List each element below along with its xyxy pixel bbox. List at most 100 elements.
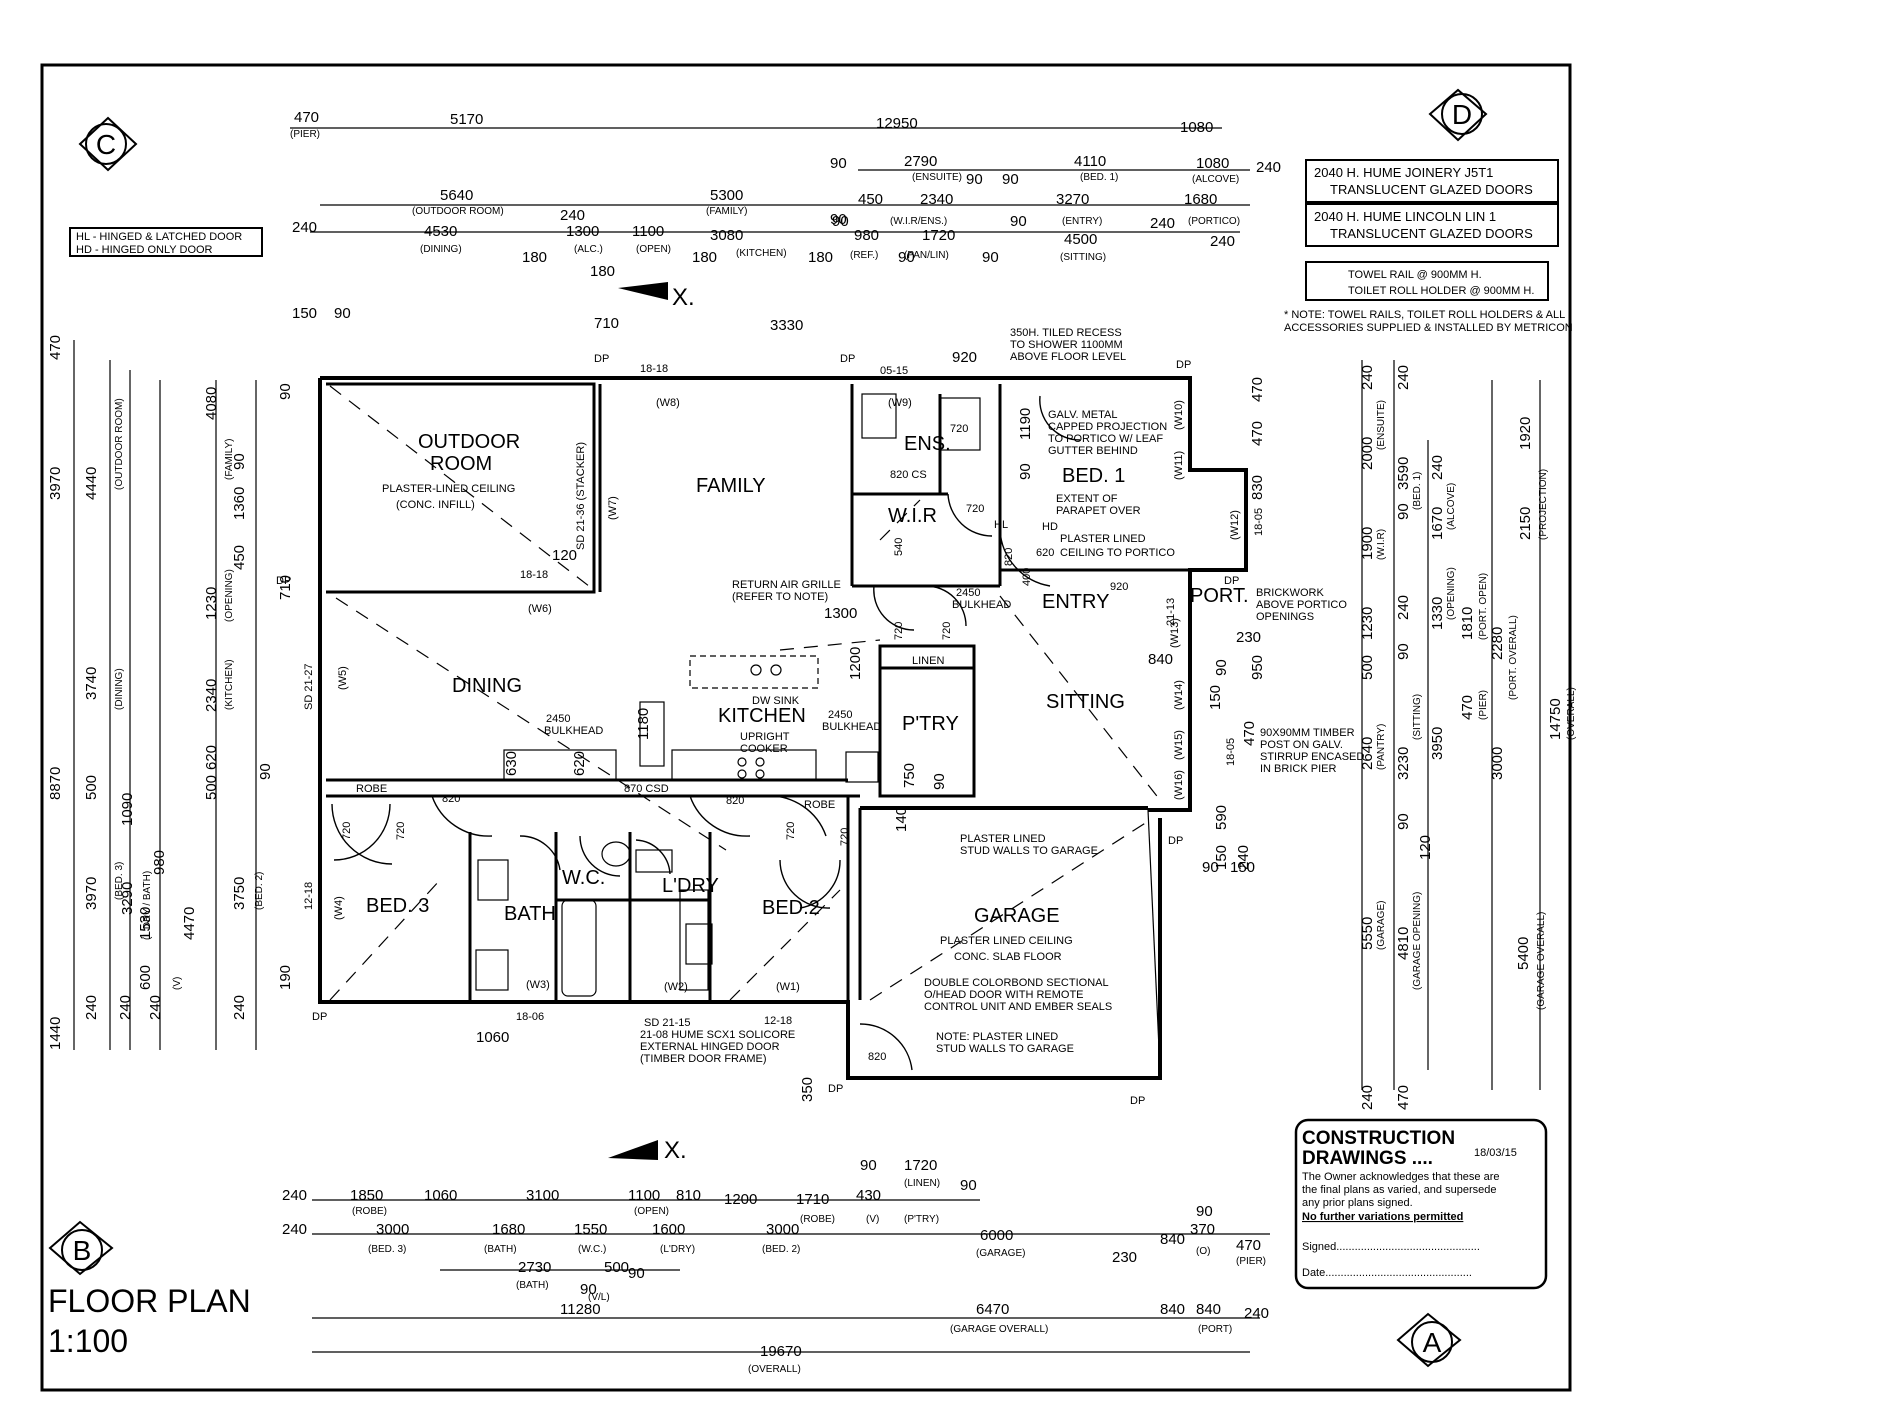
svg-text:the final plans as varied, and: the final plans as varied, and supersede	[1302, 1184, 1496, 1196]
svg-text:1670: 1670	[1429, 507, 1446, 540]
svg-text:1920: 1920	[1517, 417, 1534, 450]
svg-text:TOWEL RAIL @ 900MM H.: TOWEL RAIL @ 900MM H.	[1348, 269, 1482, 281]
svg-text:6470: 6470	[976, 1301, 1009, 1318]
svg-text:(BED. 3): (BED. 3)	[114, 862, 125, 900]
svg-text:3950: 3950	[1429, 727, 1446, 760]
svg-text:ACCESSORIES SUPPLIED & INSTALL: ACCESSORIES SUPPLIED & INSTALLED BY METR…	[1284, 322, 1573, 334]
window-tags: (W8) (W7) (W6) (W5) (W4) (W3) (W2) (W1) …	[333, 397, 1241, 993]
svg-text:(PIER): (PIER)	[1478, 690, 1489, 720]
svg-text:LINEN: LINEN	[912, 655, 944, 667]
svg-text:(PAN/LIN): (PAN/LIN)	[904, 250, 949, 261]
svg-text:180: 180	[692, 249, 717, 266]
svg-text:(W14): (W14)	[1173, 680, 1185, 710]
svg-text:DW SINK: DW SINK	[752, 695, 800, 707]
svg-text:1090: 1090	[119, 793, 136, 826]
svg-text:GALV. METAL: GALV. METAL	[1048, 409, 1118, 421]
svg-text:830: 830	[1249, 475, 1266, 500]
svg-text:12950: 12950	[876, 115, 918, 132]
svg-text:1060: 1060	[424, 1187, 457, 1204]
svg-text:240: 240	[1359, 1085, 1376, 1110]
svg-text:90: 90	[1213, 659, 1230, 676]
svg-text:(PIER): (PIER)	[290, 129, 320, 140]
svg-text:IN BRICK PIER: IN BRICK PIER	[1260, 763, 1336, 775]
svg-text:140: 140	[893, 807, 910, 832]
svg-text:(GARAGE OPENING): (GARAGE OPENING)	[1412, 892, 1423, 990]
svg-text:90: 90	[1395, 503, 1412, 520]
svg-text:PLASTER LINED: PLASTER LINED	[960, 833, 1046, 845]
svg-text:BULKHEAD: BULKHEAD	[822, 721, 881, 733]
svg-text:GUTTER BEHIND: GUTTER BEHIND	[1048, 445, 1138, 457]
svg-text:2450: 2450	[956, 587, 980, 599]
section-marker-bottom: X.	[608, 1137, 687, 1164]
svg-text:(W7): (W7)	[607, 496, 619, 520]
svg-text:120: 120	[552, 547, 577, 564]
svg-text:720: 720	[950, 423, 968, 435]
svg-text:240: 240	[292, 219, 317, 236]
svg-text:(W8): (W8)	[656, 397, 680, 409]
svg-text:PLASTER LINED: PLASTER LINED	[1060, 533, 1146, 545]
svg-text:840: 840	[1148, 651, 1173, 668]
svg-text:90: 90	[931, 773, 948, 790]
svg-text:90: 90	[830, 211, 847, 228]
grid-marker-c: C	[78, 116, 138, 172]
svg-text:(FAMILY): (FAMILY)	[224, 439, 235, 480]
svg-text:SD 21-15: SD 21-15	[644, 1017, 690, 1029]
bathroom-fixtures	[475, 393, 981, 997]
svg-text:(ALCOVE): (ALCOVE)	[1446, 483, 1457, 530]
svg-text:2000: 2000	[1359, 437, 1376, 470]
svg-text:920: 920	[952, 349, 977, 366]
svg-text:190: 190	[277, 965, 294, 990]
svg-text:350: 350	[799, 1077, 816, 1102]
svg-text:P'TRY: P'TRY	[902, 713, 959, 735]
svg-text:90: 90	[898, 249, 915, 266]
svg-text:2280: 2280	[1489, 627, 1506, 660]
svg-text:3080: 3080	[710, 227, 743, 244]
svg-text:X.: X.	[672, 284, 695, 311]
drawing-scale: 1:100	[48, 1323, 128, 1359]
svg-text:STUD WALLS TO GARAGE: STUD WALLS TO GARAGE	[960, 845, 1098, 857]
svg-text:HD - HINGED ONLY DOOR: HD - HINGED ONLY DOOR	[76, 244, 213, 256]
svg-text:(REFER TO NOTE): (REFER TO NOTE)	[732, 591, 828, 603]
svg-text:1300: 1300	[824, 605, 857, 622]
svg-text:BULKHEAD: BULKHEAD	[952, 599, 1011, 611]
svg-text:PORT.: PORT.	[1190, 585, 1249, 607]
svg-text:620: 620	[571, 751, 588, 776]
svg-text:(W3): (W3)	[526, 979, 550, 991]
svg-text:500: 500	[604, 1259, 629, 1276]
legend-door-types: HL - HINGED & LATCHED DOOR HD - HINGED O…	[69, 227, 263, 257]
svg-text:EXTENT OF: EXTENT OF	[1056, 493, 1118, 505]
svg-text:240: 240	[231, 995, 248, 1020]
svg-text:720: 720	[341, 822, 353, 840]
svg-text:(V): (V)	[866, 1214, 879, 1225]
svg-text:(W.I.R): (W.I.R)	[1376, 529, 1387, 560]
svg-text:240: 240	[560, 207, 585, 224]
svg-text:350H. TILED RECESS: 350H. TILED RECESS	[1010, 327, 1122, 339]
svg-text:(LINEN): (LINEN)	[904, 1178, 940, 1189]
svg-text:370: 370	[1190, 1221, 1215, 1238]
svg-text:1100: 1100	[632, 223, 664, 240]
svg-text:EXTERNAL HINGED DOOR: EXTERNAL HINGED DOOR	[640, 1041, 780, 1053]
svg-text:DP: DP	[828, 1083, 843, 1095]
svg-text:(GARAGE): (GARAGE)	[1376, 901, 1387, 950]
svg-text:540: 540	[893, 538, 905, 556]
svg-text:14750: 14750	[1547, 698, 1564, 740]
svg-text:90: 90	[1002, 171, 1019, 188]
svg-text:W.C.: W.C.	[562, 867, 605, 889]
svg-text:1440: 1440	[47, 1017, 64, 1050]
svg-text:(W13): (W13)	[1169, 618, 1181, 648]
svg-text:90: 90	[830, 155, 847, 172]
svg-text:19670: 19670	[760, 1343, 802, 1360]
svg-text:OUTDOOR: OUTDOOR	[418, 431, 520, 453]
svg-text:DOUBLE COLORBOND SECTIONAL: DOUBLE COLORBOND SECTIONAL	[924, 977, 1109, 989]
svg-text:DP: DP	[840, 353, 855, 365]
svg-text:240: 240	[1210, 233, 1235, 250]
svg-text:(BATH): (BATH)	[516, 1280, 549, 1291]
svg-text:(PORTICO): (PORTICO)	[1188, 216, 1240, 227]
svg-text:(FAMILY): (FAMILY)	[706, 206, 747, 217]
svg-text:SD 21-27: SD 21-27	[303, 664, 315, 710]
svg-text:(W6): (W6)	[528, 603, 552, 615]
garage-door-line	[1147, 809, 1161, 1071]
svg-text:ENTRY: ENTRY	[1042, 591, 1109, 613]
svg-text:DP: DP	[312, 1011, 327, 1023]
svg-text:NOTE: PLASTER LINED: NOTE: PLASTER LINED	[936, 1031, 1058, 1043]
